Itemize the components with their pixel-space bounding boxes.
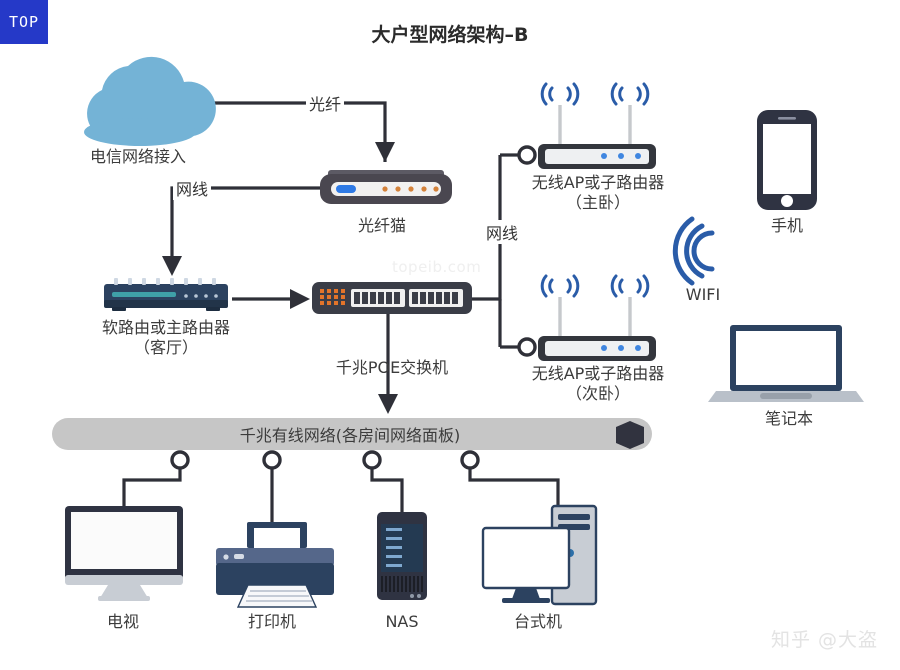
ap-main-label-line2: （主卧）: [565, 193, 631, 212]
tv-label: 电视: [106, 612, 140, 631]
switch-label: 千兆POE交换机: [335, 358, 449, 377]
router-label: 软路由或主路由器 （客厅）: [102, 318, 230, 358]
watermark-bottom-right: 知乎 @大盗: [770, 629, 878, 651]
arrow-modem: [375, 142, 395, 162]
arrowheads: [162, 142, 398, 414]
wifi-icon: [672, 216, 715, 286]
cloud-icon: [84, 56, 216, 146]
nas-label: NAS: [385, 612, 419, 631]
wifi-signal-icon: [610, 274, 650, 298]
ap-main-label-line1: 无线AP或子路由器: [531, 173, 665, 192]
link-bar-desktop: [468, 468, 560, 508]
router-label-line2: （客厅）: [133, 338, 199, 357]
nas-icon: [377, 512, 427, 600]
link-bar-tv: [122, 468, 182, 508]
ap-second-label-line1: 无线AP或子路由器: [531, 364, 665, 383]
wifi-label: WIFI: [685, 285, 721, 304]
arrow-bar: [378, 394, 398, 414]
laptop-icon: [708, 325, 864, 402]
wifi-signal-icon: [540, 82, 580, 106]
arrow-router: [162, 256, 182, 276]
router-label-line1: 软路由或主路由器: [101, 318, 231, 337]
ap-second-label: 无线AP或子路由器 （次卧）: [532, 364, 665, 404]
wifi-signal-icon: [610, 82, 650, 106]
modem-icon: [320, 170, 452, 204]
desktop-label: 台式机: [513, 612, 563, 631]
arrow-switch: [290, 289, 310, 309]
modem-label: 光纤猫: [357, 216, 407, 235]
edge-label-lan-right: 网线: [482, 220, 522, 244]
page-title: 大户型网络架构–B: [371, 24, 529, 46]
ap-second-label-line2: （次卧）: [565, 384, 631, 403]
network-backbone-bar: [52, 418, 652, 470]
ap-second-icon: [517, 274, 656, 361]
link-bar-nas: [370, 468, 404, 512]
desktop-icon: [481, 504, 598, 606]
phone-icon: [757, 110, 817, 210]
bar-ports: [170, 450, 480, 470]
tv-icon: [65, 506, 183, 601]
phone-label: 手机: [770, 216, 804, 235]
laptop-label: 笔记本: [764, 409, 814, 428]
link-modem-router: [170, 186, 320, 272]
printer-icon: [216, 522, 334, 608]
edge-label-fiber: 光纤: [305, 91, 345, 115]
wifi-signal-icon: [540, 274, 580, 298]
link-cloud-modem: [196, 101, 387, 162]
ap-main-icon: [517, 82, 656, 169]
top-logo: TOP: [0, 0, 48, 44]
printer-label: 打印机: [247, 612, 297, 631]
edge-label-lan-left: 网线: [172, 176, 212, 200]
cloud-label: 电信网络接入: [89, 147, 187, 166]
ap-main-label: 无线AP或子路由器 （主卧）: [532, 173, 665, 213]
router-icon: [104, 278, 228, 311]
watermark-center: topeib.com: [392, 258, 482, 276]
backbone-bar-label: 千兆有线网络(各房间网络面板): [239, 426, 461, 445]
switch-icon: [312, 282, 472, 314]
